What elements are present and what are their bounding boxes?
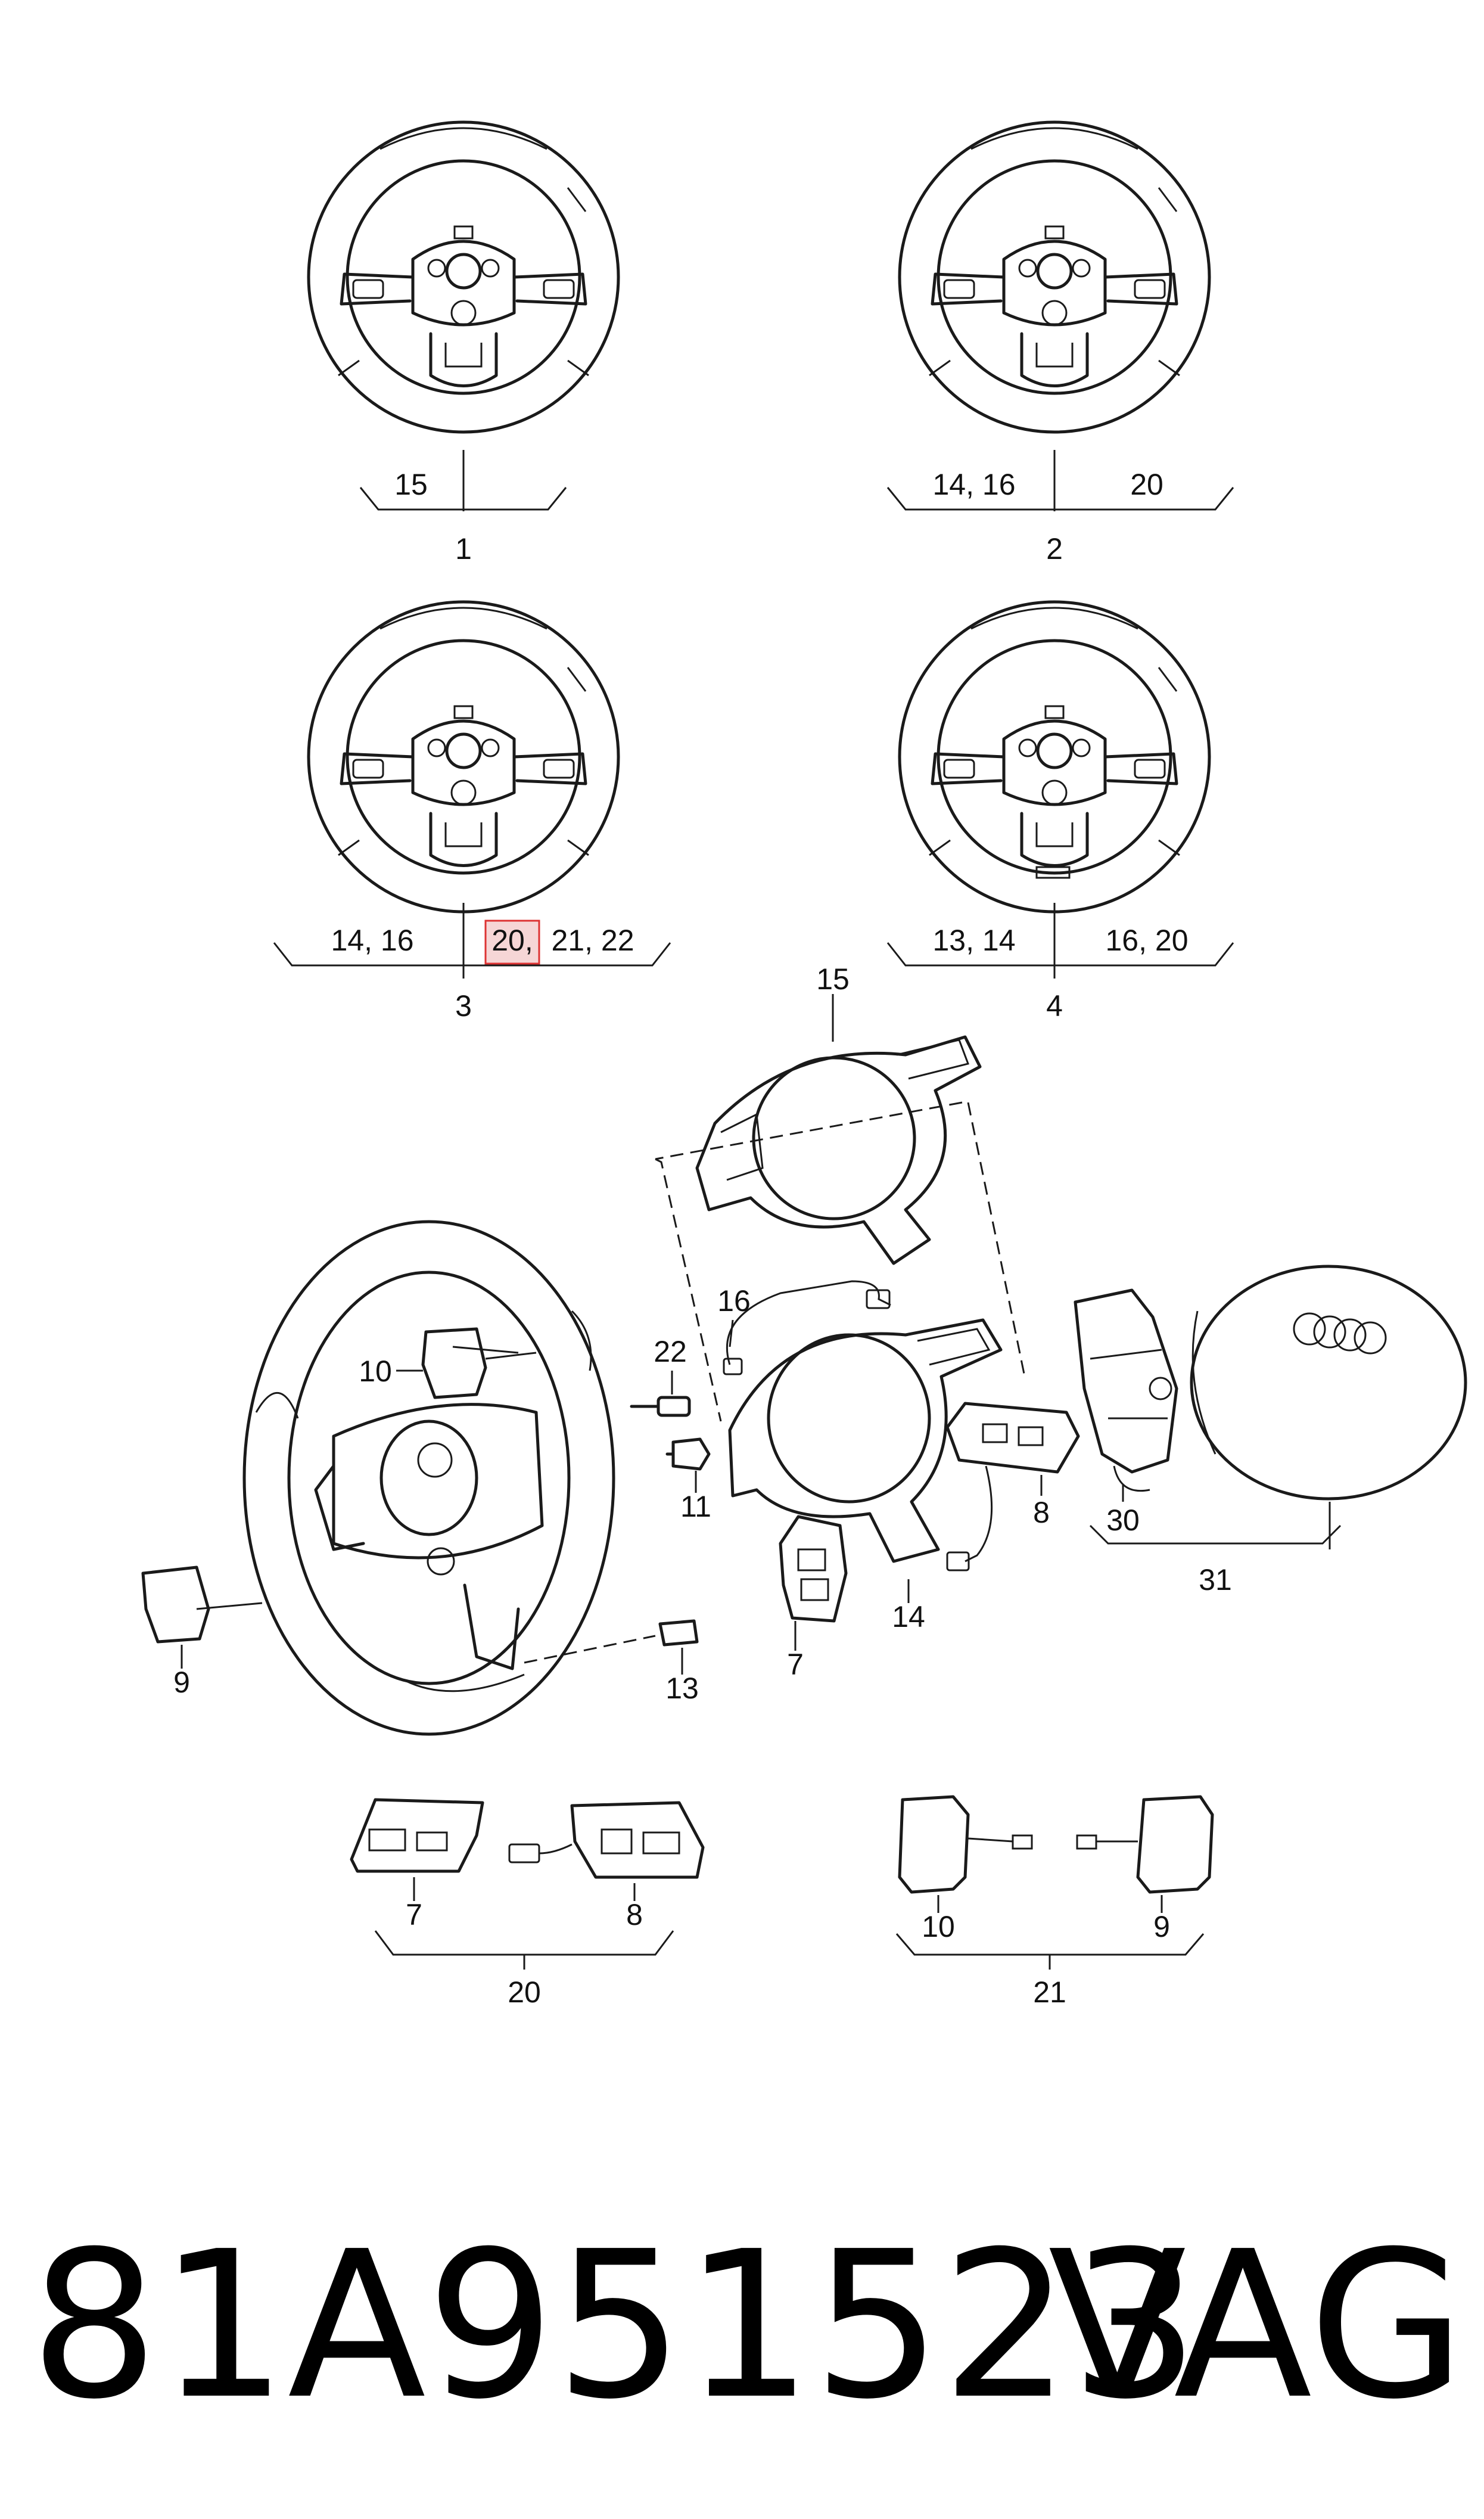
sline-emblem xyxy=(1035,866,1071,879)
part-number: 81A951523 xyxy=(30,2208,1199,2444)
wheel3-bracket-left-label: 14, 16 xyxy=(331,924,413,957)
part-15-trim-cover: 15 xyxy=(695,962,982,1265)
part-11-bolt: 11 xyxy=(665,1437,711,1523)
label-31: 31 xyxy=(1199,1563,1232,1596)
group20-callout: 20 xyxy=(508,1976,541,2009)
part-14-trim-cover: 14 xyxy=(728,1318,1003,1633)
part-7-left-switch: 7 xyxy=(779,1515,848,1681)
part-10-motor: 10 xyxy=(359,1327,537,1399)
wheel1-callout: 1 xyxy=(455,532,472,566)
wheel4-bracket-left-label: 13, 14 xyxy=(932,924,1015,957)
wheel3-bracket-rest-label: 21, 22 xyxy=(551,924,634,957)
label-22: 22 xyxy=(654,1335,687,1368)
highlight-box xyxy=(484,920,540,965)
part-16-wiring-harness: 16 xyxy=(717,1280,891,1375)
part-13-switch: 13 xyxy=(524,1619,699,1705)
label-14: 14 xyxy=(892,1600,925,1633)
wheel3-bracket-highlight-label: 20, xyxy=(491,924,533,957)
part-9-motor: 9 xyxy=(141,1566,263,1699)
group21-left-label: 10 xyxy=(922,1910,955,1943)
wheel4-callout: 4 xyxy=(1046,989,1063,1023)
wheel4-bracket-right-label: 16, 20 xyxy=(1105,924,1188,957)
brand-label: VAG xyxy=(1048,2208,1466,2444)
steering-wheel-4: 13, 14 16, 20 4 xyxy=(886,602,1234,1023)
steering-wheel-3: 14, 16 20, 21, 22 3 xyxy=(273,602,671,1023)
part-8-right-switch: 8 xyxy=(945,1402,1080,1571)
wheel1-bracket-label: 15 xyxy=(394,468,428,501)
label-30: 30 xyxy=(1106,1504,1140,1537)
group21-callout: 21 xyxy=(1033,1976,1066,2009)
part-22-screw: 22 xyxy=(630,1335,691,1417)
wheel2-bracket-left-label: 14, 16 xyxy=(932,468,1015,501)
label-16: 16 xyxy=(717,1284,751,1318)
steering-wheel-2: 14, 16 20 2 xyxy=(886,122,1234,566)
steering-wheel-1: 15 1 xyxy=(309,122,618,566)
label-11: 11 xyxy=(680,1490,711,1523)
label-9: 9 xyxy=(173,1666,190,1699)
group-21-motors: 10 9 21 xyxy=(895,1795,1214,2009)
label-8: 8 xyxy=(1033,1496,1050,1529)
group21-right-label: 9 xyxy=(1153,1910,1170,1943)
label-10: 10 xyxy=(359,1355,392,1388)
exploded-view: 15 16 14 8 xyxy=(141,962,1467,1736)
group20-right-label: 8 xyxy=(626,1898,643,1931)
wheel3-callout: 3 xyxy=(455,989,472,1023)
label-15: 15 xyxy=(816,962,850,996)
wheel2-bracket-right-label: 20 xyxy=(1130,468,1163,501)
label-13: 13 xyxy=(665,1672,699,1705)
part-31-airbag-unit: 30 31 xyxy=(1074,1265,1467,1596)
group-20-switches: 7 8 20 xyxy=(350,1798,705,2009)
label-7: 7 xyxy=(787,1648,804,1681)
main-steering-wheel xyxy=(242,1220,615,1736)
group20-left-label: 7 xyxy=(406,1898,422,1931)
wheel2-callout: 2 xyxy=(1046,532,1063,566)
